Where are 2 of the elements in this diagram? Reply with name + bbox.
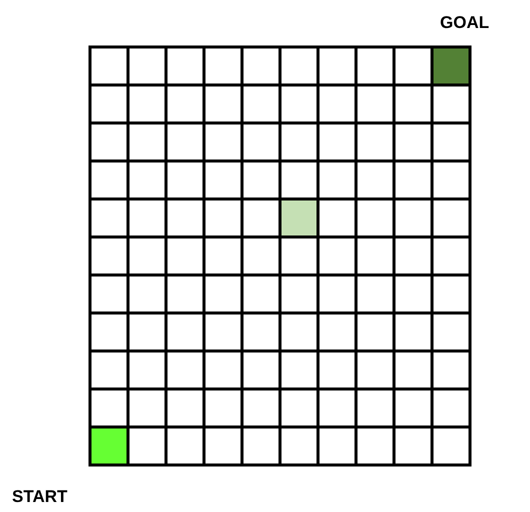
grid-label: START xyxy=(12,486,68,508)
grid-label: GOAL xyxy=(440,12,490,34)
